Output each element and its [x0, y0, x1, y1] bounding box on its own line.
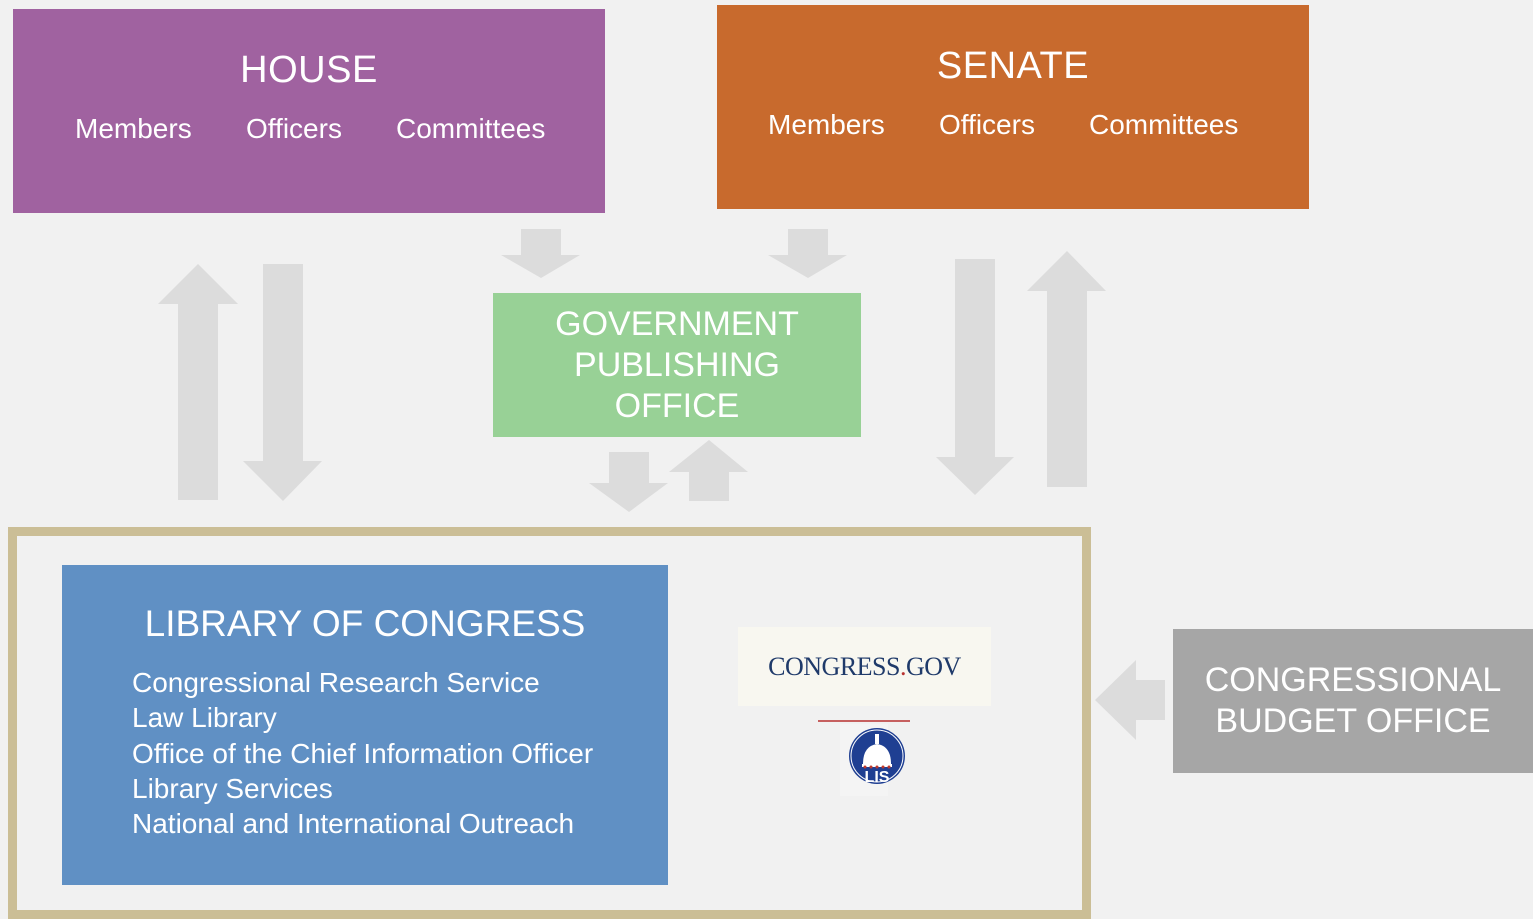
library-unit-ocio: Office of the Chief Information Officer [132, 737, 594, 769]
library-title: LIBRARY OF CONGRESS [144, 603, 586, 644]
library-unit-crs: Congressional Research Service [132, 667, 540, 698]
house-members-label: Members [75, 113, 192, 144]
library-unit-library-services: Library Services [132, 772, 333, 804]
svg-text:LIS: LIS [865, 769, 890, 786]
house-officers-label: Officers [246, 113, 342, 144]
house-up-arrow [158, 264, 238, 500]
congress-gov-logo: CONGRESS.GOV [738, 627, 991, 706]
house-to-gpo-arrow [501, 229, 580, 278]
cbo-line-2: BUDGET OFFICE [1215, 702, 1491, 740]
house-box: HOUSE Members Officers Committees [13, 9, 605, 213]
senate-to-gpo-arrow [768, 229, 847, 278]
cbo-box: CONGRESSIONAL BUDGET OFFICE [1173, 629, 1533, 773]
gpo-line-3: OFFICE [614, 386, 740, 425]
library-unit-law-library: Law Library [132, 702, 277, 734]
gpo-down-arrow [589, 452, 668, 512]
senate-committees-label: Committees [1089, 109, 1239, 140]
library-unit-outreach: National and International Outreach [132, 808, 575, 840]
gpo-line-2: PUBLISHING [574, 345, 780, 384]
senate-up-arrow [1027, 251, 1106, 487]
house-title: HOUSE [240, 49, 378, 91]
house-committees-label: Committees [396, 113, 546, 144]
gpo-line-1: GOVERNMENT [555, 304, 799, 343]
cbo-line-1: CONGRESSIONAL [1204, 661, 1502, 699]
library-of-congress-box: LIBRARY OF CONGRESS Congressional Resear… [62, 565, 668, 885]
gpo-box: GOVERNMENT PUBLISHING OFFICE [493, 293, 861, 437]
senate-members-label: Members [768, 109, 885, 140]
senate-down-arrow [936, 259, 1014, 495]
gpo-up-arrow [669, 440, 748, 501]
library-frame [8, 527, 1091, 919]
library-units-list: Congressional Research Service Law Libra… [132, 665, 593, 841]
senate-title: SENATE [936, 45, 1090, 87]
lis-logo-icon: LIS [818, 720, 910, 796]
house-down-arrow [243, 264, 322, 501]
senate-box: SENATE Members Officers Committees [717, 5, 1309, 209]
cbo-to-library-arrow [1095, 660, 1165, 740]
senate-officers-label: Officers [939, 109, 1035, 140]
